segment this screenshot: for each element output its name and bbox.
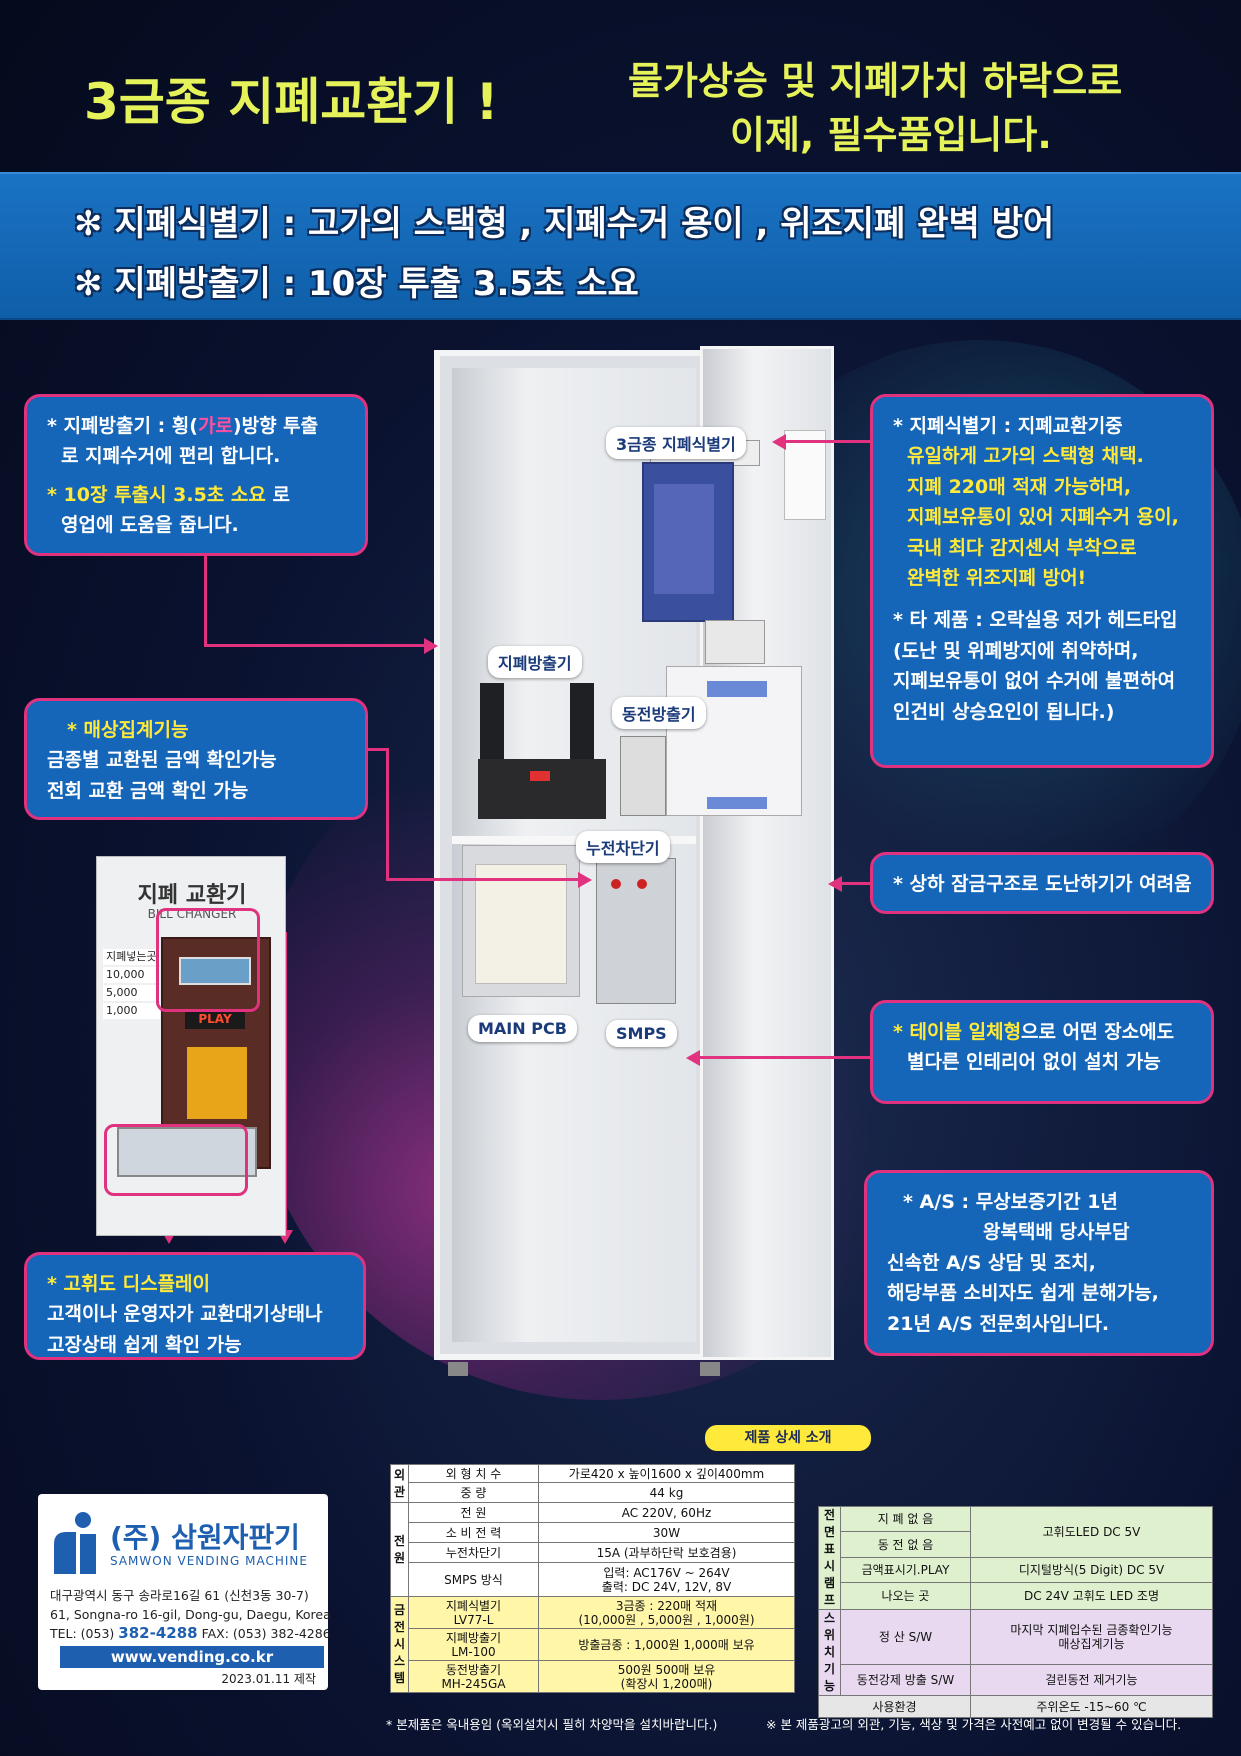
mini-machine-amounts: 지폐넣는곳 10,000 5,000 1,000 [103,949,160,1021]
footer-note-left: * 본제품은 옥내용임 (옥외설치시 필히 차양막을 설치바랍니다.) [386,1717,718,1732]
connector [842,882,870,885]
made-date: 2023.01.11 제작 [221,1672,316,1686]
table-row: 중 량 44 kg [391,1482,795,1503]
mini-machine-image: 지폐 교환기 BILL CHANGER 지폐넣는곳 10,000 5,000 1… [96,856,286,1236]
connector [786,440,870,443]
mini-machine-lcd [179,957,251,985]
coin-dispenser-image [666,666,802,816]
table-row: 사용환경 주위온도 -15~60 ℃ [818,1695,1213,1718]
mini-machine-price-panel [187,1047,247,1119]
spec-title: 제품 상세 소개 [705,1425,871,1451]
arrow-icon [578,872,592,888]
table-row: 소 비 전 력 30W [391,1522,795,1543]
callout-bill-validator: * 지폐식별기 : 지폐교환기중 유일하게 고가의 스택형 채택. 지폐 220… [870,394,1214,768]
door-stickers [784,430,826,520]
connector [204,556,207,646]
table-row: 외관 외 형 치 수 가로420 x 높이1600 x 깊이400mm [390,1464,795,1503]
table-row: 금액표시기.PLAY 디지털방식(5 Digit) DC 5V [819,1556,1213,1584]
mini-machine-title: 지폐 교환기 [137,883,247,908]
arrow-icon [772,434,786,450]
mini-machine-tray [117,1127,257,1177]
footer-note-right: ※ 본 제품광고의 외관, 기능, 색상 및 가격은 사전예고 없이 변경될 수… [766,1717,1182,1732]
callout-as: * A/S : 무상보증기간 1년 왕복택배 당사부담 신속한 A/S 상담 및… [864,1170,1214,1356]
headline-right-line1: 물가상승 및 지폐가치 하락으로 [628,59,1123,103]
table-row: 전면표시램프 지 폐 없 음 고휘도LED DC 5V [818,1505,1213,1610]
tag-breaker: 누전차단기 [576,831,670,863]
callout-display: * 고휘도 디스플레이 고객이나 운영자가 교환대기상태나 고장상태 쉽게 확인… [24,1252,366,1360]
shelf [452,836,696,844]
bullet-icon: ✻ [74,264,103,304]
headline: 3금종 지폐교환기 ! 물가상승 및 지폐가치 하락으로 이제, 필수품입니다. [0,48,1241,158]
company-url[interactable]: www.vending.co.kr [60,1646,324,1668]
connector [700,1056,870,1059]
bill-validator-image [642,462,734,622]
spec-table-main: 외관 외 형 치 수 가로420 x 높이1600 x 깊이400mm 중 량 … [390,1464,795,1693]
headline-left: 3금종 지폐교환기 ! [84,73,499,131]
table-row: 누전차단기 15A (과부하단락 보호겸용) [391,1542,795,1563]
callout-table-type: * 테이블 일체형으로 어떤 장소에도 별다른 인테리어 없이 설치 가능 [870,1000,1214,1104]
company-logo-icon [54,1512,96,1574]
company-name-ko: (주) 삼원자판기 [110,1521,300,1554]
band-line-1: ✻ 지폐식별기 : 고가의 스택형 , 지폐수거 용이 , 위조지폐 완벽 방어 [74,204,1055,244]
connector [386,748,389,880]
connector [366,748,388,751]
company-address: 대구광역시 동구 송라로16길 61 (신천3동 30-7) 61, Songn… [50,1588,331,1642]
bill-validator-base [705,620,765,664]
coin-pcb-image [620,736,666,816]
callout-bill-dispenser: * 지폐방출기 : 횡(가로)방향 투출 로 지폐수거에 편리 합니다. * 1… [24,394,368,556]
arrow-icon [424,638,438,654]
bullet-icon: ✻ [74,204,103,244]
band-line-2: ✻ 지폐방출기 : 10장 투출 3.5초 소요 [74,264,639,304]
highlight-display [156,908,260,1012]
mini-machine-play-display: PLAY [185,1009,245,1029]
highlight-tray [104,1124,248,1196]
company-name-en: SAMWON VENDING MACHINE [110,1554,308,1568]
table-row: 전원 전 원 AC 220V, 60Hz [390,1502,795,1597]
feature-band: ✻ 지폐식별기 : 고가의 스택형 , 지폐수거 용이 , 위조지폐 완벽 방어… [0,172,1241,320]
callout-sales-total: * 매상집계기능 금종별 교환된 금액 확인가능 전회 교환 금액 확인 가능 [24,698,368,820]
breaker-image [596,858,676,1004]
cabinet-foot [700,1362,720,1376]
main-pcb-image [462,845,580,997]
table-row: 나오는 곳 DC 24V 고휘도 LED 조명 [819,1582,1213,1610]
table-row: 동전강제 방출 S/W 걸린동전 제거기능 [819,1664,1213,1696]
tag-bill-validator: 3금종 지폐식별기 [606,427,746,459]
bill-dispenser-image [478,683,606,823]
headline-right-line2: 이제, 필수품입니다. [730,113,1052,157]
arrow-icon [686,1050,700,1066]
connector [386,878,580,881]
callout-lock: * 상하 잠금구조로 도난하기가 여려움 [870,852,1214,914]
arrow-icon [828,876,842,892]
company-box: (주) 삼원자판기 SAMWON VENDING MACHINE 대구광역시 동… [38,1494,331,1690]
cabinet-foot [448,1362,468,1376]
tag-main-pcb: MAIN PCB [468,1015,577,1042]
spec-table-functions: 전면표시램프 지 폐 없 음 고휘도LED DC 5V 동 전 없 음 금액표시… [818,1505,1213,1718]
tag-smps: SMPS [606,1020,677,1047]
table-row: 동 전 없 음 [819,1531,1213,1558]
connector [204,644,424,647]
tag-bill-dispenser: 지폐방출기 [488,646,582,678]
tag-coin-dispenser: 동전방출기 [612,697,706,729]
